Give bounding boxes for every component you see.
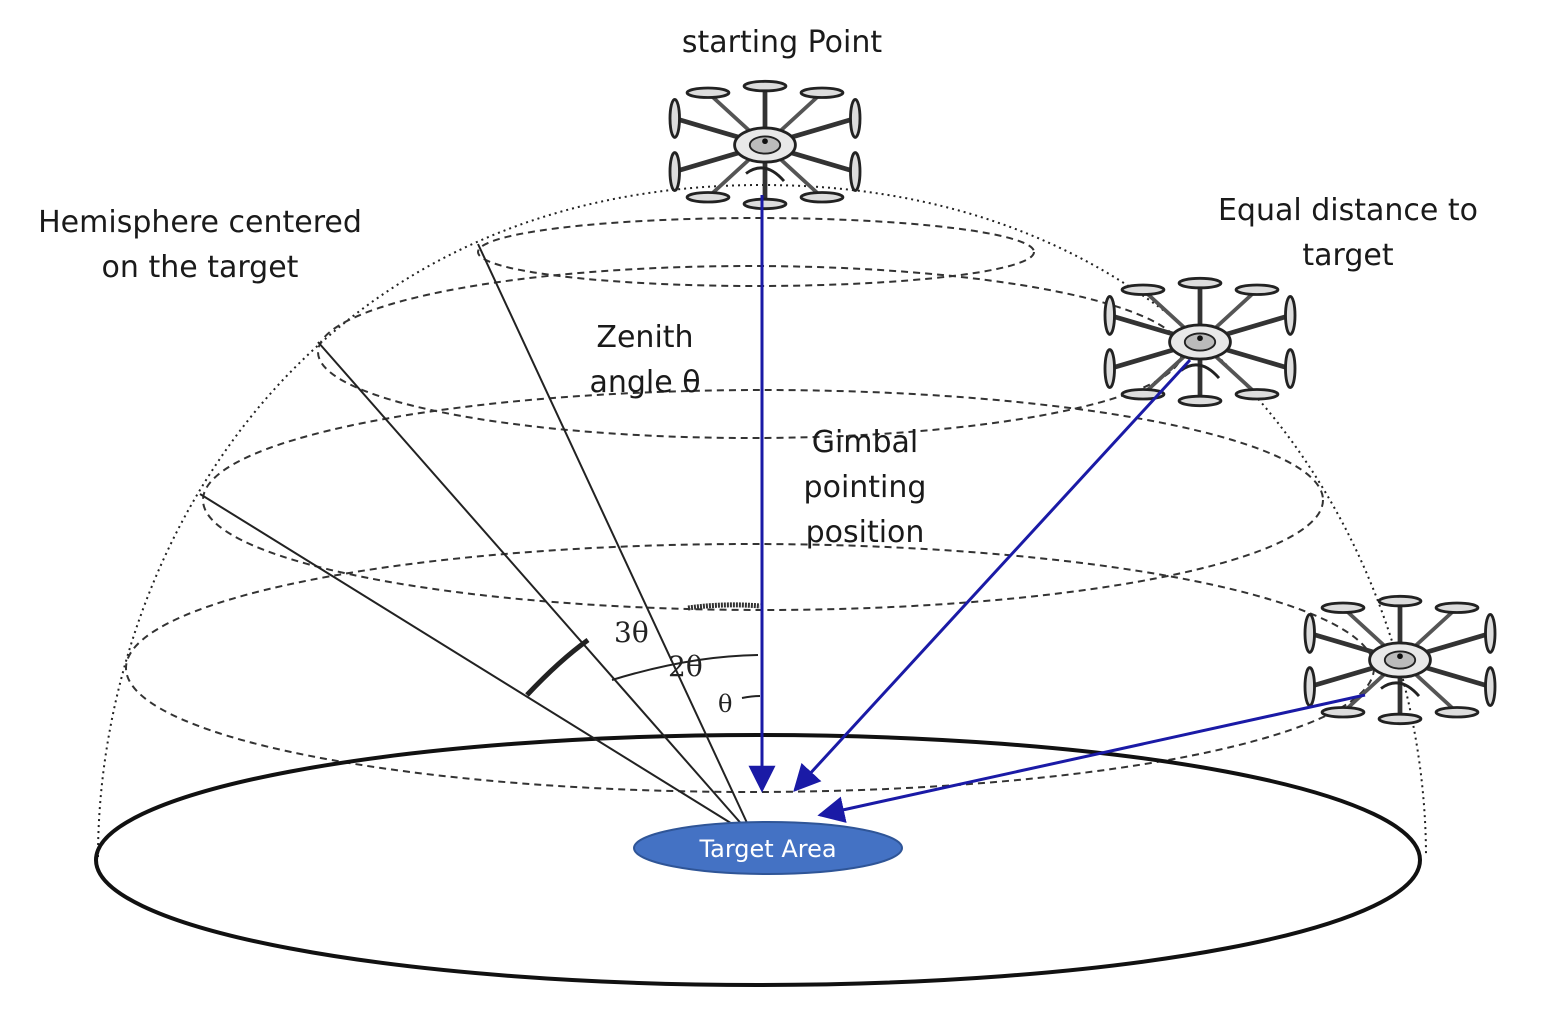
angle-arc-3theta: [525, 637, 590, 697]
label-gimbal-pointing: Gimbal pointing position: [803, 425, 927, 550]
angle-arc-2theta: [611, 654, 759, 681]
label-zenith-angle: Zenith angle θ: [589, 320, 701, 400]
zenith-line: [317, 341, 746, 829]
pointing-arrow: [793, 358, 1192, 792]
hemisphere-outline: [97, 183, 1427, 858]
label-starting-point: starting Point: [681, 25, 883, 60]
label-hemisphere: Hemisphere centered on the target: [38, 205, 362, 285]
label-equal-distance: Equal distance to target: [1217, 193, 1479, 273]
pointing-arrow: [817, 693, 1366, 823]
angle-label-3theta: 3θ: [614, 616, 649, 649]
drone-icon: [1105, 278, 1295, 405]
latitude-ring: [202, 389, 1324, 611]
target-area-label: Target Area: [698, 835, 836, 863]
latitude-ring: [317, 265, 1183, 439]
latitude-ring: [125, 543, 1375, 793]
zenith-line: [477, 243, 749, 826]
zenith-line: [199, 493, 743, 831]
drone-icon: [670, 81, 860, 208]
angle-label-2theta: 2θ: [668, 650, 703, 683]
target-area: [633, 821, 903, 875]
angle-arc-theta: [741, 695, 761, 699]
ground-ellipse: [94, 733, 1422, 987]
angle-arc-top: [687, 602, 761, 611]
latitude-ring: [477, 217, 1035, 287]
angle-label-theta: θ: [718, 690, 732, 718]
drone-icon: [1305, 596, 1495, 723]
